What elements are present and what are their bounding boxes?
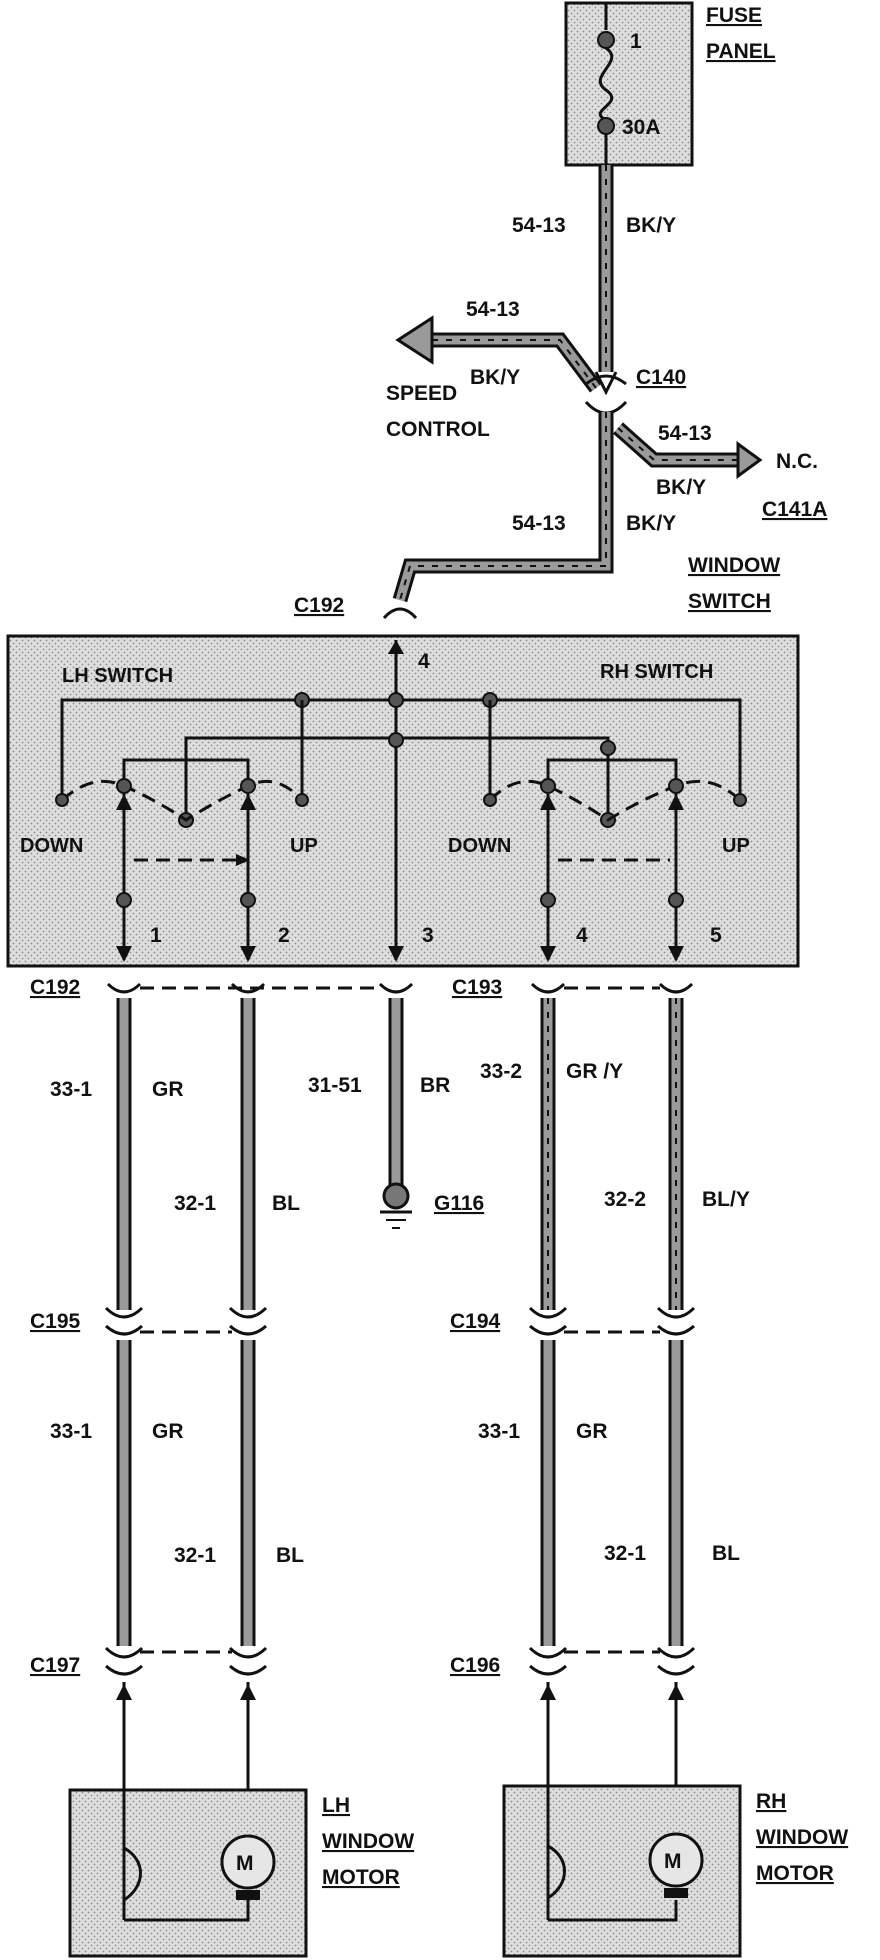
rh-motor-label-2: WINDOW [756,1826,848,1849]
lower-wire-3-circuit: 33-1 [478,1420,520,1443]
lh-switch-label: LH SWITCH [62,665,173,687]
rh-motor-label-3: MOTOR [756,1862,834,1885]
switch-feed-circuit: 54-13 [512,512,566,535]
c192-label: C192 [30,976,80,999]
nc-color: BK/Y [656,476,706,499]
feed-color: BK/Y [626,214,676,237]
switch-feed-harness: 54-13 BK/Y C192 [294,412,676,620]
ground-icon [382,1182,410,1210]
wire-5-color: BL/Y [702,1188,750,1211]
rh-motor-icon [648,1832,704,1888]
g116-label: G116 [434,1192,484,1215]
window-switch: WINDOW SWITCH LH SWITCH RH SWITCH 4 [6,554,800,968]
rh-motor-symbol: M [664,1850,682,1873]
lh-motor-label-2: WINDOW [322,1830,414,1853]
lower-wire-2-circuit: 32-1 [174,1544,216,1567]
lower-wire-2-color: BL [276,1544,304,1567]
c193-label: C193 [452,976,502,999]
ground-g116: G116 [380,1182,484,1229]
rh-window-motor: M RH WINDOW MOTOR [502,1784,848,1958]
connector-row-c195-c194: C195 C194 [30,1306,696,1336]
rh-motor-label-1: RH [756,1790,786,1813]
lh-circuit-breaker-icon [123,1846,142,1902]
nc-arrow-icon [736,441,763,479]
rh-down-label: DOWN [448,835,511,857]
fuse-rating: 30A [622,116,661,139]
lh-motor-symbol: M [236,1852,254,1875]
c197-label: C197 [30,1654,80,1677]
switch-feed-color: BK/Y [626,512,676,535]
fuse-terminal-bottom-icon [597,117,615,135]
fuse-number: 1 [630,30,642,53]
wire-2-circuit: 32-1 [174,1192,216,1215]
wire-2-color: BL [272,1192,300,1215]
pin-4-top-arrow-icon [388,640,404,654]
nc-branch: 54-13 BK/Y N.C. C141A [613,422,827,521]
lower-wire-4-circuit: 32-1 [604,1542,646,1565]
lower-wire-1-circuit: 33-1 [50,1420,92,1443]
c140-label: C140 [636,366,686,389]
wire-4-color: GR /Y [566,1060,623,1083]
fuse-panel-title-2: PANEL [706,40,776,63]
speed-control-circuit: 54-13 [466,298,520,321]
lh-motor-label-3: MOTOR [322,1866,400,1889]
rh-up-label: UP [722,835,750,857]
feed-circuit: 54-13 [512,214,566,237]
rh-switch-label: RH SWITCH [600,661,713,683]
lower-wire-3-color: GR [576,1420,608,1443]
connector-c140: C140 [584,366,686,415]
wire-5-circuit: 32-2 [604,1188,646,1211]
speed-control-label-1: SPEED [386,382,457,405]
fuse-icon [598,46,614,122]
rh-circuit-breaker-icon [547,1844,566,1900]
fuse-terminal-top-icon [597,31,615,49]
lh-motor-icon [220,1834,276,1890]
lh-window-motor: M LH WINDOW MOTOR [68,1788,414,1958]
c194-label: C194 [450,1310,501,1333]
wire-4-circuit: 33-2 [480,1060,522,1083]
nc-circuit: 54-13 [658,422,712,445]
speed-control-branch: 54-13 BK/Y SPEED CONTROL [386,298,602,441]
speed-control-color: BK/Y [470,366,520,389]
switch-pin-2: 2 [278,924,290,947]
speed-control-label-2: CONTROL [386,418,490,441]
wire-3-color: BR [420,1074,450,1097]
lh-down-label: DOWN [20,835,83,857]
switch-pin-4: 4 [576,924,588,947]
c192-top-connector-icon [382,607,418,620]
lower-wires: 33-1 GR 32-1 BL 33-1 GR 32-1 BL [50,1340,740,1646]
switch-pin-1: 1 [150,924,162,947]
feed-harness: 54-13 BK/Y [512,165,676,372]
connector-row-c192-c193: C192 C193 [30,976,694,999]
c196-label: C196 [450,1654,500,1677]
window-switch-title-1: WINDOW [688,554,780,577]
upper-wires: 33-1 GR 32-1 BL 31-51 BR 33-2 GR /Y 32-2… [50,998,750,1310]
fuse-panel: 1 30A FUSE PANEL [564,1,776,167]
lower-wire-1-color: GR [152,1420,184,1443]
speed-control-arrow-icon [395,315,434,365]
lh-motor-label-1: LH [322,1794,350,1817]
connector-row-c197-c196: C197 C196 [30,1646,696,1677]
switch-pin-top: 4 [418,650,430,673]
fuse-panel-title-1: FUSE [706,4,762,27]
wire-1-circuit: 33-1 [50,1078,92,1101]
lower-wire-4-color: BL [712,1542,740,1565]
nc-label: N.C. [776,450,818,473]
switch-pin-5: 5 [710,924,722,947]
c195-label: C195 [30,1310,81,1333]
c192-top-label: C192 [294,594,344,617]
wire-1-color: GR [152,1078,184,1101]
switch-pin-3: 3 [422,924,434,947]
wire-3-circuit: 31-51 [308,1074,362,1097]
window-switch-title-2: SWITCH [688,590,771,613]
c141a-label: C141A [762,498,827,521]
lh-up-label: UP [290,835,318,857]
